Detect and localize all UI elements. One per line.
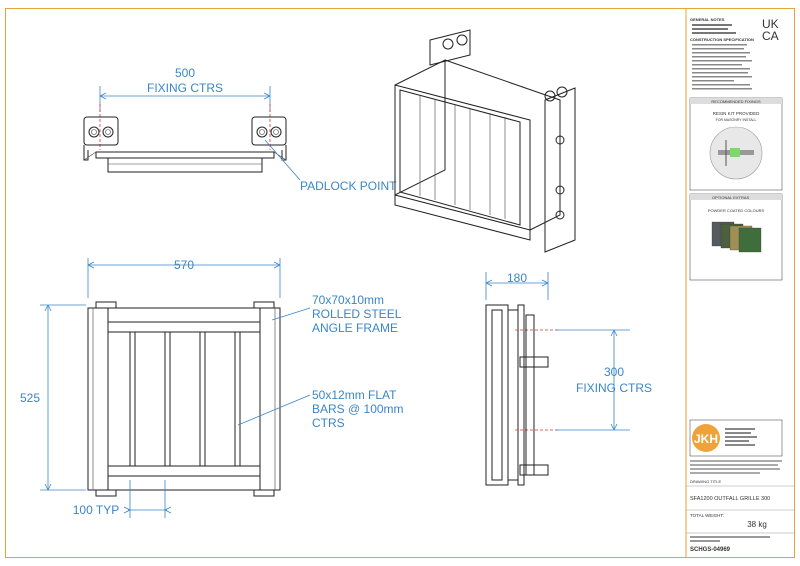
title-block: UK CA GENERAL NOTES CONSTRUCTION SPECIFI… xyxy=(685,8,795,558)
drawing-number: SCHGS-04969 xyxy=(690,547,731,553)
finish-heading: OPTIONAL EXTRAS xyxy=(712,195,750,200)
ukca-mark-line1: UK xyxy=(762,17,779,31)
fixing-sub2: FOR MASONRY INSTALL xyxy=(716,118,757,122)
frame-note-line2: ROLLED STEEL xyxy=(312,307,402,321)
jkh-logo: JKH xyxy=(694,432,718,446)
fixing-heading: RECOMMENDED FIXINGS xyxy=(711,99,761,104)
drawing-sheet xyxy=(5,8,795,558)
finish-sub: POWDER COATED COLOURS xyxy=(708,208,765,213)
side-fixing-dimension: 300 xyxy=(604,365,624,379)
bar-spacing-dimension: 100 TYP xyxy=(73,503,119,517)
isometric-view xyxy=(394,29,576,253)
front-height-dimension: 525 xyxy=(20,391,40,405)
project-label: DRAWING TITLE xyxy=(690,479,721,484)
colour-swatches xyxy=(711,221,762,253)
top-fixing-dimension: 500 xyxy=(175,66,195,80)
padlock-callout: PADLOCK POINT xyxy=(300,179,397,193)
bars-note-line2: BARS @ 100mm xyxy=(312,402,404,416)
colour-swatch xyxy=(738,227,762,253)
weight-label: TOTAL WEIGHT: xyxy=(690,513,724,518)
construction-heading: CONSTRUCTION SPECIFICATION xyxy=(690,37,754,42)
top-view: 500 FIXING CTRS PADLOCK POINT xyxy=(83,66,397,193)
top-fixing-label: FIXING CTRS xyxy=(147,81,223,95)
front-width-dimension: 570 xyxy=(174,258,194,272)
frame-note-line1: 70x70x10mm xyxy=(312,293,384,307)
side-fixing-label: FIXING CTRS xyxy=(576,381,652,395)
side-view: 180 300 FIXING CTRS xyxy=(485,271,652,486)
general-notes-heading: GENERAL NOTES xyxy=(690,17,725,22)
fixing-sub: RESIN KIT PROVIDED xyxy=(713,111,760,116)
ukca-mark-line2: CA xyxy=(762,29,779,43)
front-view: 570 525 100 TYP 70x70x10mm ROLLED STEEL … xyxy=(20,258,404,518)
drawing-title: SFA1200 OUTFALL GRILLE 300 xyxy=(690,496,770,502)
side-depth-dimension: 180 xyxy=(507,271,527,285)
bars-note-line3: CTRS xyxy=(312,416,345,430)
bars-note-line1: 50x12mm FLAT xyxy=(312,388,397,402)
weight-value: 38 kg xyxy=(747,520,767,529)
frame-note-line3: ANGLE FRAME xyxy=(312,321,398,335)
